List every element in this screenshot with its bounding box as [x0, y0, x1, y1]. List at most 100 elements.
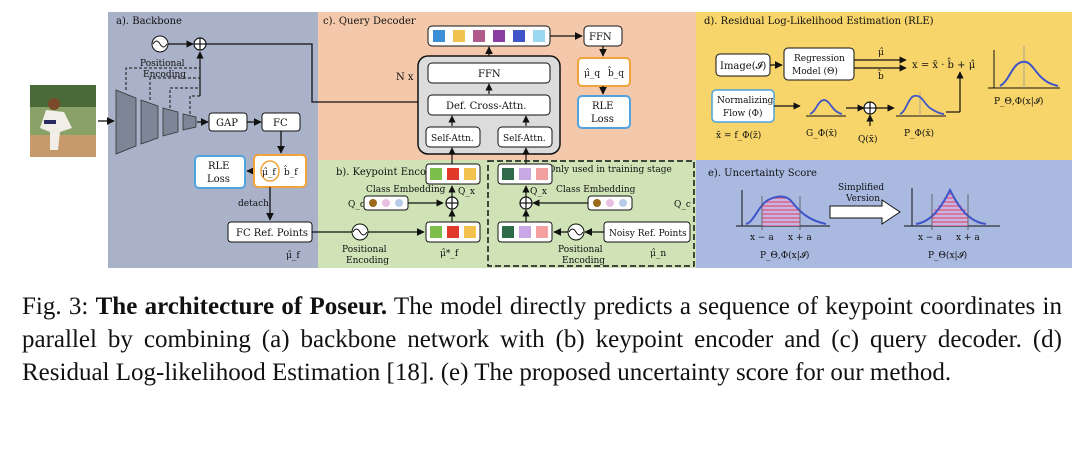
query-token: [453, 30, 465, 42]
rle-title: d). Residual Log-Likelihood Estimation (…: [704, 16, 934, 27]
left-range-1: x − a: [750, 233, 774, 243]
backbone-pos-enc-line1: Positional: [140, 59, 185, 69]
caption-title: The architecture of Poseur.: [95, 293, 388, 320]
encoder-pos-enc-line1: Positional: [342, 245, 387, 255]
add-node: [193, 37, 207, 51]
query-token: [493, 30, 505, 42]
encoder-qx-1: Q_x: [458, 187, 475, 197]
noisy-token: [502, 168, 514, 180]
caption-body: The model directly predicts a sequence o…: [22, 293, 1062, 386]
simplified-arrow: [829, 199, 901, 225]
decoder-rle-loss-box: [577, 95, 631, 129]
training-note: Only used in training stage: [548, 165, 672, 175]
encoder-class-embedding-2: Class Embedding: [556, 185, 636, 195]
noisy-ref-points-label: Noisy Ref. Points: [609, 229, 687, 239]
rle-formula: x = x̄ · b̂ + μ̂: [912, 58, 976, 71]
encoder-class-embedding-1: Class Embedding: [366, 185, 446, 195]
query-token: [473, 30, 485, 42]
encoder-qc-2: Q_c: [674, 200, 691, 210]
keypoint-token: [430, 226, 442, 238]
rle-p-theta-phi: P_Θ,Φ(x|𝓘): [994, 96, 1043, 107]
regression-model-box: [783, 47, 855, 81]
encoder-positional-encoding-symbol: [351, 223, 369, 241]
backbone-pos-enc-line2: Encoding: [143, 70, 186, 80]
rle-image-label: Image(𝓘): [720, 61, 766, 72]
cross-attn-box: [427, 94, 551, 116]
rle-add-node: [863, 101, 877, 115]
training-only-region: [487, 160, 695, 267]
query-token-strip: [427, 25, 551, 47]
regression-line2: Model (Θ): [792, 66, 838, 77]
flow-line1: Normalizing: [717, 96, 774, 106]
encoder-add-node-2: [519, 196, 533, 210]
mu-q-label: μ̂_q: [584, 68, 600, 79]
noisy-token: [536, 226, 548, 238]
backbone-output-box: [253, 154, 307, 188]
keypoint-token: [464, 168, 476, 180]
self-attn-label-2: Self-Attn.: [503, 134, 546, 144]
noisy-token: [519, 168, 531, 180]
left-range-2: x + a: [788, 233, 812, 243]
right-range-1: x − a: [918, 233, 942, 243]
b-q-label: b̂_q: [608, 66, 625, 79]
mu-n-label: μ̂_n: [650, 248, 666, 259]
query-token: [433, 30, 445, 42]
architecture-figure: a). Backbone c). Query Decoder b). Keypo…: [30, 12, 1072, 268]
keypoint-token: [447, 226, 459, 238]
decoder-ffn-label: FFN: [478, 69, 501, 80]
mu-f-label: μ̂_f: [286, 250, 300, 261]
encoder-pos-enc-line2: Encoding: [346, 256, 389, 266]
input-image: [30, 85, 96, 157]
decoder-ffn-box: [427, 62, 551, 84]
b-f-hat-label: b̂_f: [284, 165, 299, 178]
g-phi-density: [806, 99, 846, 117]
rle-b-hat: b̂: [878, 69, 884, 82]
g-phi-label: G_Φ(x̄): [806, 128, 837, 139]
uncertainty-right-density: [904, 187, 1000, 230]
encoder-qx-2: Q_x: [530, 187, 547, 197]
encoder-title: b). Keypoint Encoder: [336, 167, 443, 178]
rle-output-density: [988, 46, 1060, 89]
self-attn-box-2: [497, 126, 553, 148]
right-range-2: x + a: [956, 233, 980, 243]
backbone-rle-loss-box: [194, 155, 246, 189]
cross-attn-label: Def. Cross-Attn.: [446, 101, 526, 112]
decoder-rle-loss-line2: Loss: [591, 114, 614, 125]
noisy-token: [519, 226, 531, 238]
uncertainty-left-density: [736, 190, 830, 230]
noisy-token: [502, 226, 514, 238]
encoder-qc-1: Q_c: [348, 200, 365, 210]
regression-line1: Regression: [794, 54, 845, 64]
left-density-label: P_Θ,Φ(x|𝓘): [760, 250, 809, 261]
positional-encoding-symbol: [151, 35, 169, 53]
gap-label: GAP: [216, 118, 238, 129]
backbone-rle-loss-line1: RLE: [208, 161, 229, 172]
decoder-nx-label: N x: [396, 72, 414, 83]
self-attn-label-1: Self-Attn.: [431, 134, 474, 144]
fc-ref-points-label: FC Ref. Points: [236, 228, 308, 239]
noisy-positional-encoding-symbol: [567, 223, 585, 241]
figure-caption: Fig. 3: The architecture of Poseur. The …: [22, 290, 1062, 389]
decoder-rle-loss-line1: RLE: [592, 101, 613, 112]
noisy-pos-enc-line2: Encoding: [562, 256, 605, 266]
mu-f-hat-label: μ̂_f: [262, 167, 276, 178]
cnn-stages: [115, 89, 197, 155]
self-attn-box-1: [425, 126, 481, 148]
p-phi-density: [896, 92, 946, 117]
backbone-title: a). Backbone: [116, 16, 182, 27]
simplified-line2: Version: [845, 194, 880, 204]
flow-line2: Flow (Φ): [723, 108, 763, 119]
simplified-line1: Simplified: [838, 183, 884, 193]
keypoint-token: [464, 226, 476, 238]
right-density-label: P_Θ(x|𝓘): [928, 250, 967, 261]
rle-mu-hat: μ̂: [878, 47, 884, 58]
noisy-token: [536, 168, 548, 180]
keypoint-token: [447, 168, 459, 180]
query-token: [533, 30, 545, 42]
xbar-formula: x̄ = f_Φ(z̄): [716, 130, 761, 141]
detach-label: detach: [238, 199, 269, 209]
q-xbar-label: Q(x̄): [858, 134, 877, 145]
noisy-pos-enc-line1: Positional: [558, 245, 603, 255]
backbone-rle-loss-line2: Loss: [207, 174, 230, 185]
keypoint-token: [430, 168, 442, 180]
